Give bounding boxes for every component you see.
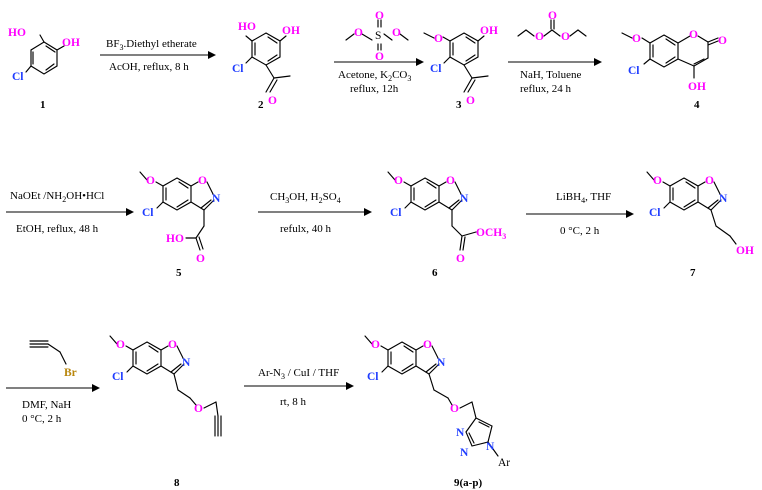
atom-o: O	[375, 10, 384, 22]
condition-label: rt, 8 h	[280, 396, 306, 408]
compound-2: HO OH Cl O 2	[232, 21, 300, 111]
reaction-arrow-step-4: NaOEt /NH2OH•HCl EtOH, reflux, 48 h	[6, 190, 134, 235]
atom-o: O	[632, 33, 641, 45]
atom-s: S	[375, 30, 381, 42]
atom-o: O	[268, 95, 277, 107]
atom-o: O	[146, 175, 155, 187]
reagent-label: CH3OH, H2SO4	[270, 191, 341, 205]
atom-n: N	[182, 357, 191, 369]
reaction-arrow-step-5: CH3OH, H2SO4 refulx, 40 h	[258, 191, 372, 235]
reagent-label: LiBH4, THF	[556, 191, 611, 205]
reagent-label: BF3.Diethyl etherate	[106, 38, 197, 52]
atom-cl: Cl	[649, 207, 661, 219]
condition-label: 0 °C, 2 h	[22, 413, 62, 425]
compound-8: O O N Cl O 8	[109, 335, 222, 489]
compound-number-3: 3	[456, 99, 462, 111]
atom-o: O	[394, 175, 403, 187]
atom-ar: Ar	[498, 457, 510, 469]
atom-o: O	[689, 29, 698, 41]
reaction-arrow-step-1: BF3.Diethyl etherate AcOH, reflux, 8 h	[100, 38, 216, 73]
compound-7: O O N Cl OH 7	[646, 171, 754, 279]
atom-cl: Cl	[367, 371, 379, 383]
atom-ho: HO	[166, 233, 184, 245]
compound-number-9: 9(a-p)	[454, 477, 482, 489]
atom-n: N	[460, 447, 469, 459]
atom-oh: OH	[62, 37, 80, 49]
condition-label: DMF, NaH	[22, 399, 71, 411]
compound-number-4: 4	[694, 99, 700, 111]
condition-label: 0 °C, 2 h	[560, 225, 600, 237]
atom-o: O	[466, 95, 475, 107]
reaction-arrow-step-7: Br DMF, NaH 0 °C, 2 h	[6, 340, 100, 425]
compound-1: HO OH Cl 1	[8, 27, 80, 111]
atom-o: O	[718, 35, 727, 47]
compound-6: O O N Cl OCH3 O 6	[387, 171, 506, 279]
atom-cl: Cl	[112, 371, 124, 383]
atom-n: N	[486, 441, 495, 453]
atom-o: O	[371, 339, 380, 351]
condition-label: NaH, Toluene	[520, 69, 581, 81]
reaction-arrow-step-8: Ar-N3 / CuI / THF rt, 8 h	[244, 367, 354, 408]
atom-cl: Cl	[430, 63, 442, 75]
condition-label: EtOH, reflux, 48 h	[16, 223, 99, 235]
atom-cl: Cl	[390, 207, 402, 219]
compound-number-5: 5	[176, 267, 182, 279]
atom-o: O	[456, 253, 465, 265]
atom-o: O	[194, 403, 203, 415]
atom-o: O	[392, 27, 401, 39]
atom-o: O	[198, 175, 207, 187]
atom-cl: Cl	[12, 71, 24, 83]
atom-oh: HO	[238, 21, 256, 33]
atom-o: O	[168, 339, 177, 351]
atom-o: O	[354, 27, 363, 39]
atom-o: O	[548, 10, 557, 22]
atom-n: N	[456, 427, 465, 439]
reagent-label: NaOEt /NH2OH•HCl	[10, 190, 104, 204]
reaction-arrow-step-3: O O O NaH, Toluene reflux, 24 h	[508, 10, 602, 95]
atom-oh: HO	[8, 27, 26, 39]
compound-number-7: 7	[690, 267, 696, 279]
atom-n: N	[437, 357, 446, 369]
reaction-arrow-step-2: O O S O O Acetone, K2CO3 reflux, 12h	[334, 10, 424, 95]
atom-br: Br	[64, 367, 77, 379]
atom-oh: OH	[688, 81, 706, 93]
condition-label: AcOH, reflux, 8 h	[109, 61, 189, 73]
reaction-arrow-step-6: LiBH4, THF 0 °C, 2 h	[526, 191, 634, 237]
atom-oh: OH	[736, 245, 754, 257]
condition-label: reflux, 24 h	[520, 83, 572, 95]
atom-o: O	[705, 175, 714, 187]
atom-o: O	[535, 31, 544, 43]
compound-number-1: 1	[40, 99, 46, 111]
atom-o: O	[653, 175, 662, 187]
compound-9: O O N Cl O N N N Ar 9(a-p)	[364, 335, 510, 489]
atom-o: O	[375, 51, 384, 63]
atom-ester-o: OCH3	[476, 227, 506, 241]
compound-number-8: 8	[174, 477, 180, 489]
compound-5: O O N Cl HO O 5	[139, 171, 221, 279]
atom-cl: Cl	[232, 63, 244, 75]
atom-cl: Cl	[628, 65, 640, 77]
atom-n: N	[460, 193, 469, 205]
atom-n: N	[212, 193, 221, 205]
compound-number-2: 2	[258, 99, 264, 111]
atom-o: O	[434, 33, 443, 45]
compound-number-6: 6	[432, 267, 438, 279]
atom-oh: OH	[282, 25, 300, 37]
condition-label: Acetone, K2CO3	[338, 69, 411, 83]
atom-o: O	[116, 339, 125, 351]
atom-o: O	[423, 339, 432, 351]
atom-o: O	[446, 175, 455, 187]
atom-n: N	[719, 193, 728, 205]
compound-4: O O O Cl OH 4	[621, 29, 727, 111]
condition-label: reflux, 12h	[350, 83, 399, 95]
atom-o: O	[561, 31, 570, 43]
atom-cl: Cl	[142, 207, 154, 219]
atom-o: O	[450, 403, 459, 415]
reagent-label: Ar-N3 / CuI / THF	[258, 367, 339, 381]
compound-3: O OH Cl O 3	[423, 25, 498, 111]
atom-oh: OH	[480, 25, 498, 37]
condition-label: refulx, 40 h	[280, 223, 332, 235]
atom-o: O	[196, 253, 205, 265]
